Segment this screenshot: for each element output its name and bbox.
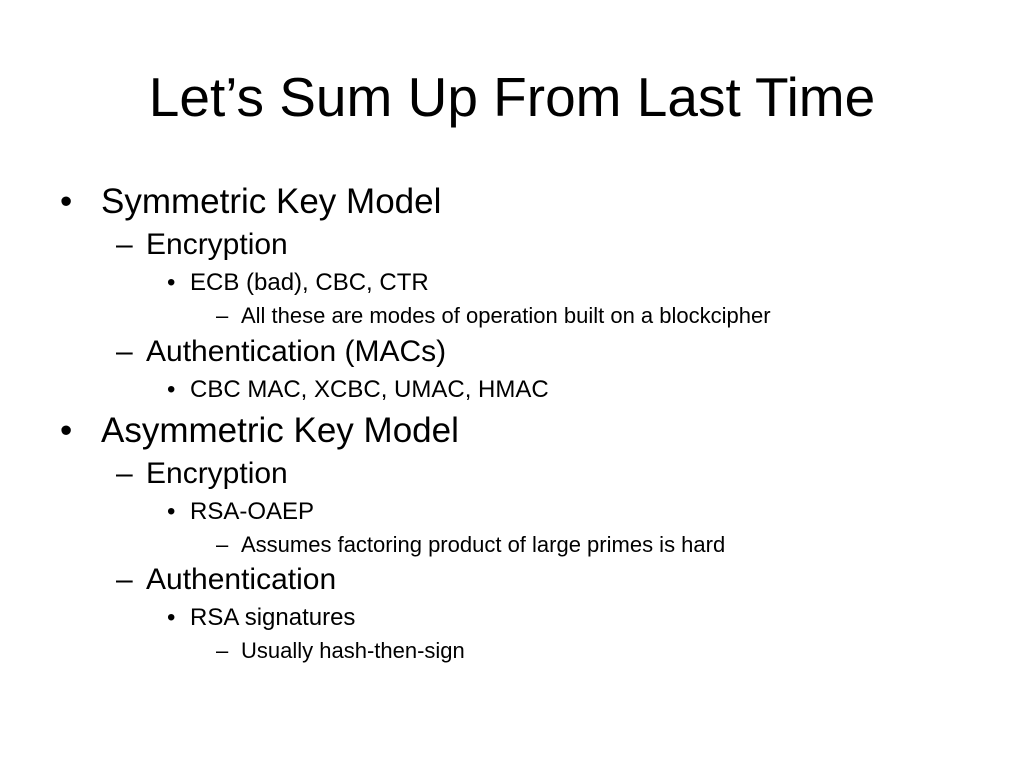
dash-marker: – <box>116 335 133 368</box>
dash-marker: – <box>216 532 229 557</box>
bullet-level3-mac-list: CBC MAC, XCBC, UMAC, HMAC <box>190 376 549 403</box>
dash-marker: – <box>116 457 133 490</box>
dash-marker: – <box>116 563 133 596</box>
bullet-level4-hash-then-sign: Usually hash-then-sign <box>241 638 465 663</box>
bullet-marker: • <box>167 376 176 403</box>
bullet-marker: • <box>60 411 73 450</box>
bullet-level3-rsa-oaep: RSA-OAEP <box>190 498 315 525</box>
bullet-level3-rsa-signatures: RSA signatures <box>190 604 356 631</box>
bullet-marker: • <box>167 498 176 525</box>
bullet-level1-symmetric: Symmetric Key Model <box>101 182 442 221</box>
dash-marker: – <box>116 228 133 261</box>
bullet-level3-modes: ECB (bad), CBC, CTR <box>190 269 429 296</box>
bullet-marker: • <box>167 269 176 296</box>
dash-marker: – <box>216 638 229 663</box>
bullet-marker: • <box>167 604 176 631</box>
bullet-level2-encryption: Encryption <box>146 228 288 261</box>
bullet-level1-asymmetric: Asymmetric Key Model <box>101 411 459 450</box>
bullet-level4-factoring-note: Assumes factoring product of large prime… <box>241 532 726 557</box>
bullet-level2-encryption: Encryption <box>146 457 288 490</box>
dash-marker: – <box>216 303 229 328</box>
slide-title: Let’s Sum Up From Last Time <box>148 66 876 128</box>
bullet-level4-modes-note: All these are modes of operation built o… <box>241 303 771 328</box>
bullet-level2-authentication-macs: Authentication (MACs) <box>146 335 447 368</box>
bullet-level2-authentication: Authentication <box>146 563 337 596</box>
bullet-marker: • <box>60 182 73 221</box>
